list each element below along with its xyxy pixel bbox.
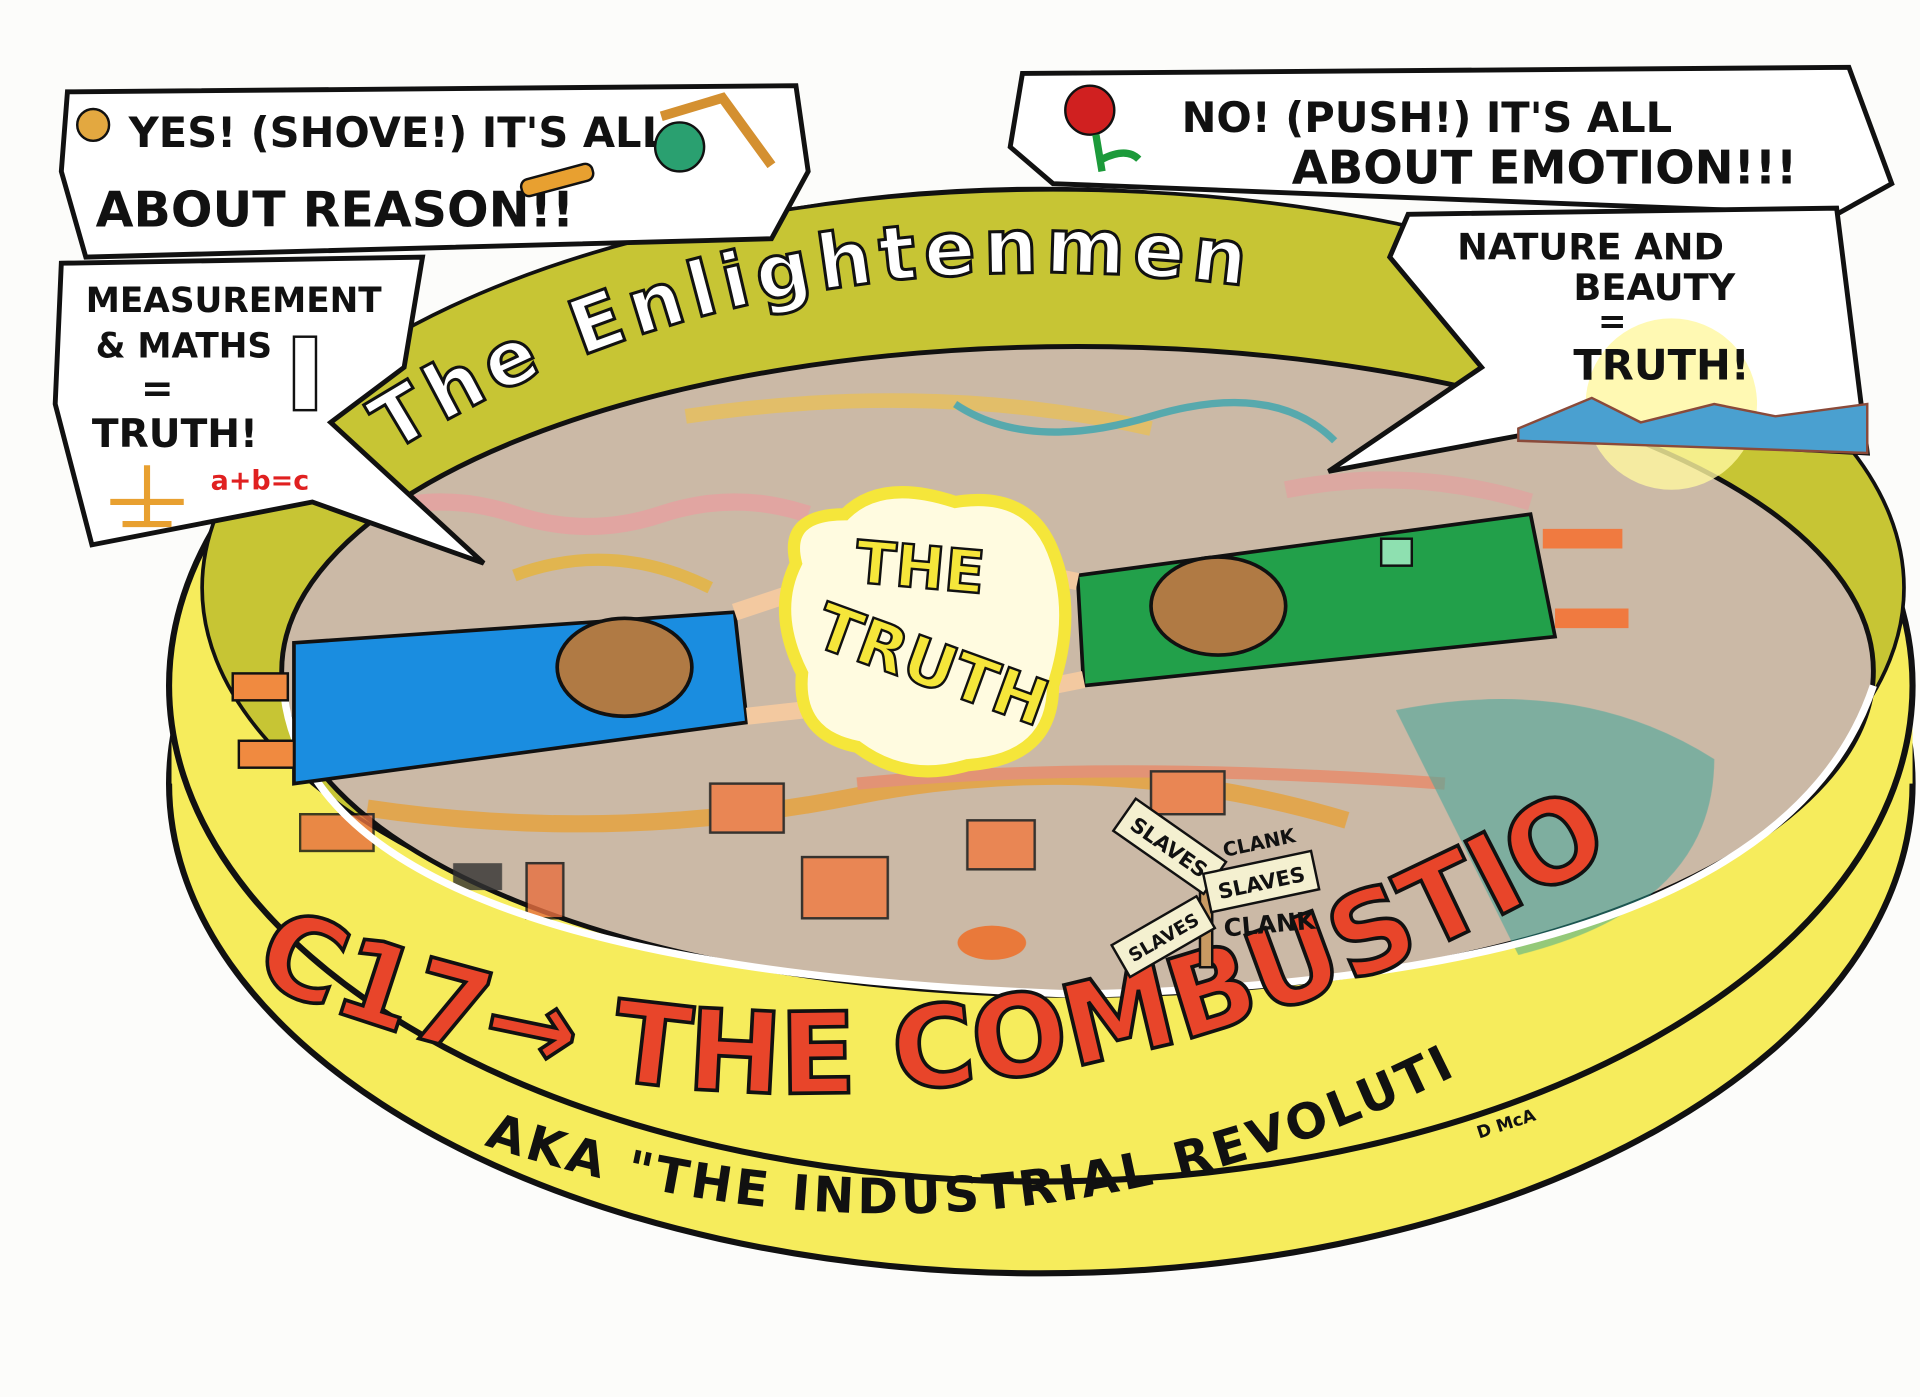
sextant-icon bbox=[76, 107, 111, 143]
telescope-icon bbox=[519, 162, 595, 198]
tub-inner-edge bbox=[280, 684, 1877, 998]
globe-icon bbox=[653, 121, 706, 173]
measurement-line-2: & MATHS bbox=[96, 327, 272, 367]
industrial-landscape bbox=[298, 393, 1715, 960]
truth-burst: THE TRUTH bbox=[778, 486, 1072, 778]
measurement-box: MEASUREMENT & MATHS = TRUTH! a+b=c bbox=[52, 254, 486, 566]
compass-icon bbox=[659, 92, 776, 169]
nature-line-1: NATURE AND bbox=[1457, 226, 1724, 269]
nature-equals: = bbox=[1598, 302, 1627, 342]
reason-speech-bubble: YES! (SHOVE!) IT'S ALL ABOUT REASON!! bbox=[58, 83, 811, 260]
reason-figure-blue bbox=[231, 585, 804, 786]
measuring-cylinder-icon bbox=[292, 335, 318, 412]
truth-label-the: THE bbox=[853, 527, 988, 607]
reason-line-1: YES! (SHOVE!) IT'S ALL bbox=[128, 108, 668, 157]
measurement-line-3: TRUTH! bbox=[92, 412, 258, 457]
measurement-equals: = bbox=[141, 367, 174, 412]
emotion-line-1: NO! (PUSH!) IT'S ALL bbox=[1182, 93, 1673, 142]
measurement-line-1: MEASUREMENT bbox=[86, 281, 383, 321]
formula: a+b=c bbox=[211, 466, 310, 497]
emotion-speech-bubble: NO! (PUSH!) IT'S ALL ABOUT EMOTION!!! bbox=[1007, 64, 1895, 217]
emotion-figure-green bbox=[1045, 512, 1629, 695]
rose-stem-icon bbox=[1092, 134, 1142, 173]
rose-icon bbox=[1064, 84, 1116, 136]
nature-box: NATURE AND BEAUTY = TRUTH! bbox=[1327, 205, 1871, 490]
nature-line-2: BEAUTY bbox=[1573, 266, 1735, 309]
emotion-line-2: ABOUT EMOTION!!! bbox=[1292, 141, 1797, 195]
nature-line-3: TRUTH! bbox=[1573, 341, 1749, 390]
signpost: SLAVES SLAVES SLAVES CLANK CLANK bbox=[1109, 796, 1321, 979]
reason-line-2: ABOUT REASON!! bbox=[96, 182, 575, 239]
mountains-icon bbox=[1517, 396, 1869, 455]
scales-icon bbox=[110, 465, 184, 528]
